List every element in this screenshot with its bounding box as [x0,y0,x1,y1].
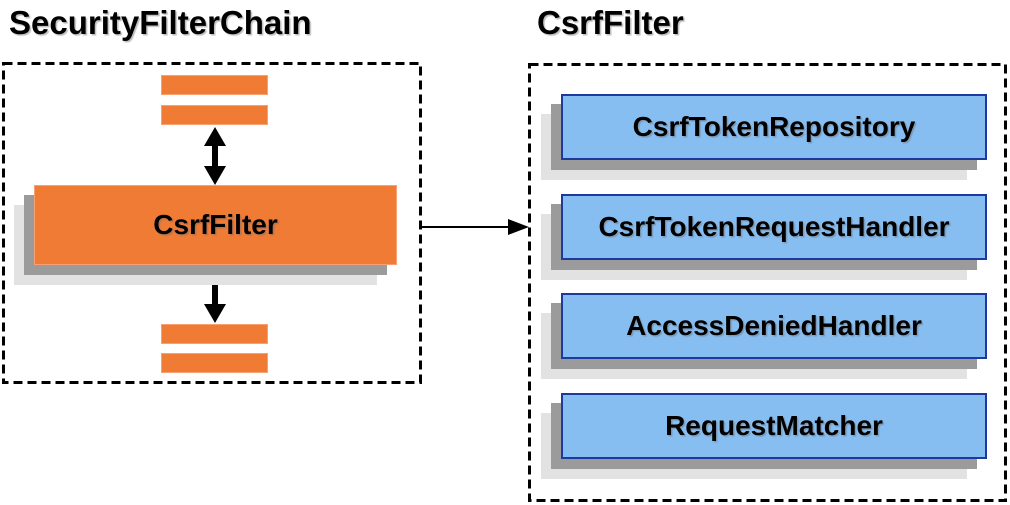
flow-arrow-icon [421,219,529,235]
csrf-filter-title: CsrfFilter [537,4,684,41]
component-label: RequestMatcher [665,410,883,441]
filter-placeholder-bar [161,75,268,95]
csrf-filter-node-label: CsrfFilter [153,209,278,240]
security-filter-chain-container [2,62,422,384]
csrf-filter-node: CsrfFilter [34,185,397,265]
csrf-filter-container [528,63,1007,502]
bidirectional-arrow-icon-bottom [204,265,226,323]
component-request-matcher: RequestMatcher [561,393,987,459]
component-label: CsrfTokenRepository [632,111,916,142]
filter-placeholder-bar [161,324,268,344]
component-label: AccessDeniedHandler [626,310,922,341]
component-access-denied-handler: AccessDeniedHandler [561,293,987,359]
component-csrf-token-request-handler: CsrfTokenRequestHandler [561,194,987,260]
filter-placeholder-bar [161,353,268,373]
bidirectional-arrow-icon-top [204,127,226,185]
component-csrf-token-repository: CsrfTokenRepository [561,94,987,160]
filter-placeholder-bar [161,105,268,125]
component-label: CsrfTokenRequestHandler [598,211,950,242]
security-filter-chain-title: SecurityFilterChain [9,4,312,41]
